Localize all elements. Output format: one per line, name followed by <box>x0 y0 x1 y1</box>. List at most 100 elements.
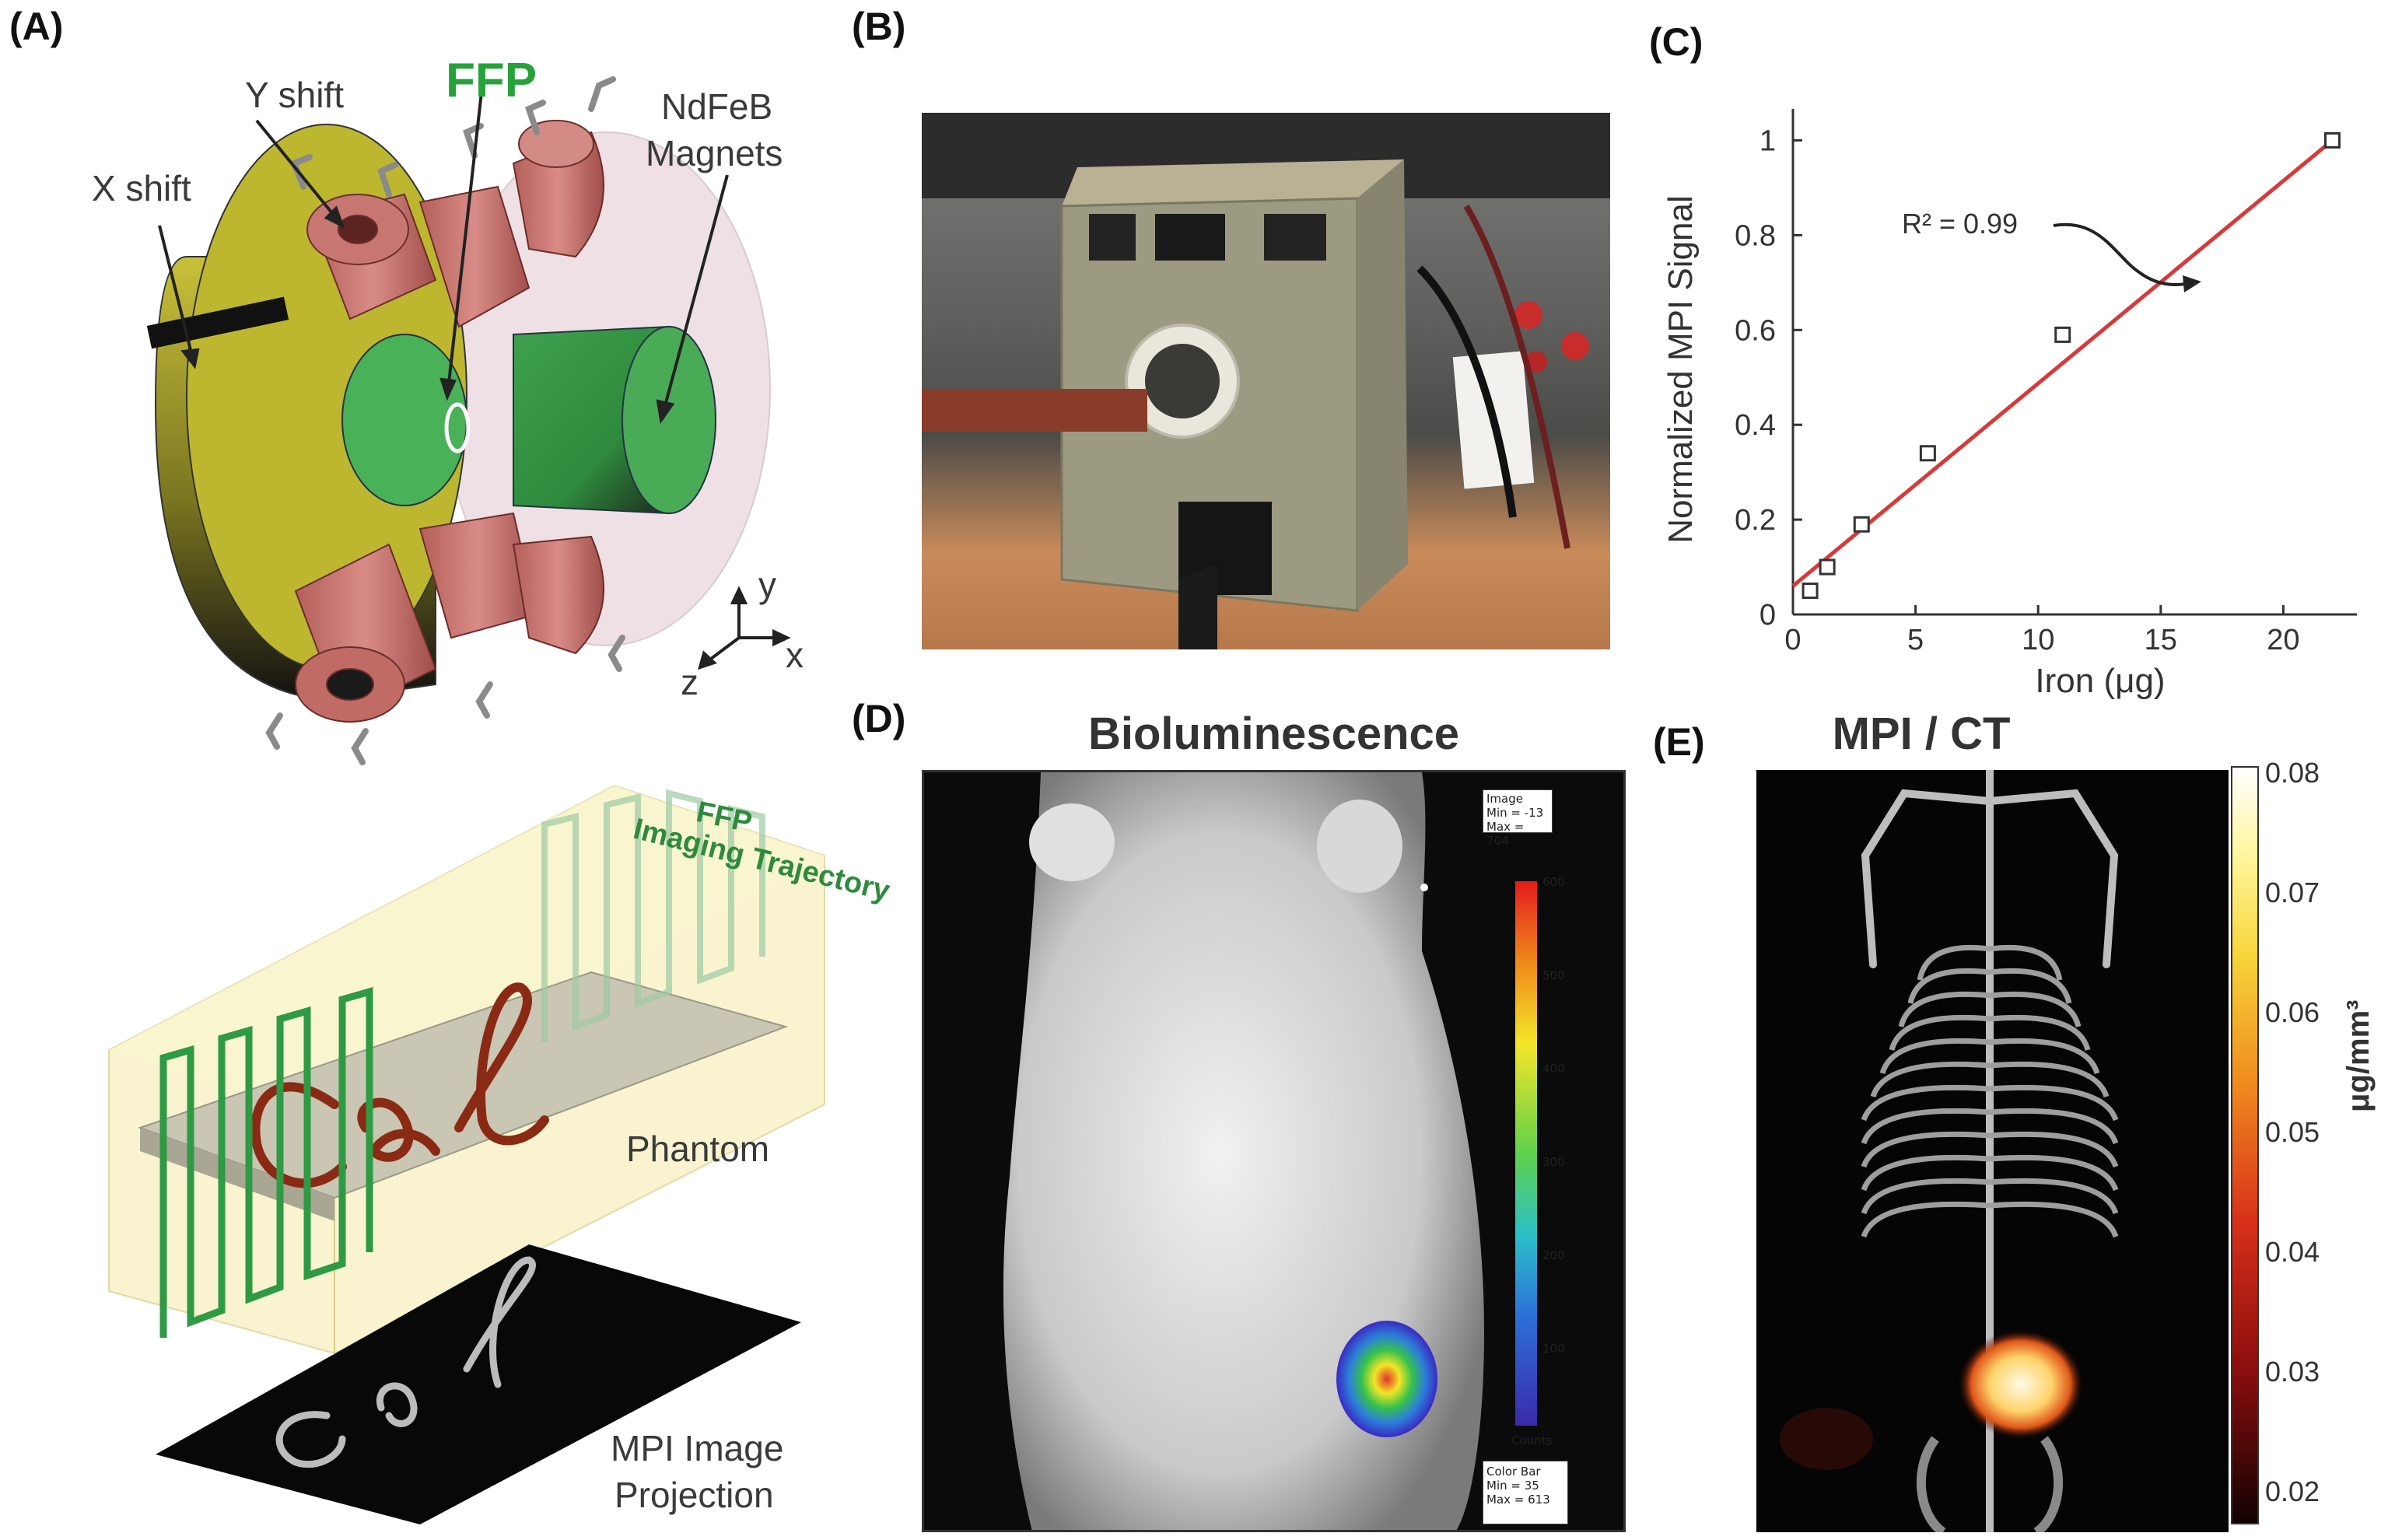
inset-colorbar-max: Max = 613 <box>1486 1493 1550 1507</box>
y-axis-label: Normalized MPI Signal <box>1661 195 1700 544</box>
panel-e-title: MPI / CT <box>1832 709 2011 759</box>
counts-scale-tick: 500 <box>1542 968 1565 982</box>
mpi-colorbar-tick: 0.05 <box>2265 1116 2320 1148</box>
counts-color-scale <box>1515 881 1537 1426</box>
data-point <box>1802 583 1819 600</box>
counts-scale-ticks: 600 500 400 300 200 100 <box>1542 875 1589 1426</box>
scanner-photo-drawing <box>922 113 1610 649</box>
skeleton-render <box>1780 770 2119 1532</box>
y-tick-label: 0.4 <box>1735 409 1776 442</box>
panel-d-title: Bioluminescence <box>1087 709 1460 759</box>
ffp-magnet-diagram <box>146 76 791 765</box>
rib <box>1989 1178 2119 1215</box>
data-point <box>2323 131 2341 149</box>
x-tick-label: 0 <box>1784 624 1801 656</box>
x-tick-label: 5 <box>1907 624 1924 656</box>
ffp-trajectory-phantom-diagram <box>108 784 825 1524</box>
counts-scale-tick: 600 <box>1542 875 1565 889</box>
rib <box>1989 1131 2119 1168</box>
panel-letter-e: (E) <box>1653 720 1705 764</box>
rib <box>1879 1038 1991 1075</box>
inset-image-max: Max = 704 <box>1486 820 1525 848</box>
rib <box>1870 1061 1991 1098</box>
inset-image-min: Min = -13 <box>1486 806 1544 820</box>
counts-scale-tick: 300 <box>1542 1155 1565 1169</box>
inset-image-title: Image <box>1486 792 1523 806</box>
x-tick-label: 20 <box>2267 624 2299 656</box>
label-magnets-line2: Magnets <box>646 133 783 173</box>
data-point <box>1853 516 1870 533</box>
mpi-colorbar-ticks: 0.08 0.07 0.06 0.05 0.04 0.03 0.02 <box>2265 757 2358 1524</box>
rib <box>1917 944 1991 981</box>
fit-line <box>1791 138 2334 588</box>
iron-vs-mpi-chart: 0 5 10 15 20 0 0.2 0.4 0.6 0.8 1 Iron (μg) Normali… <box>1661 109 2357 700</box>
mpi-colorbar <box>2231 766 2259 1524</box>
image-minmax-inset: Image Min = -13 Max = 704 <box>1483 789 1553 848</box>
rib <box>1989 1108 2119 1145</box>
rib <box>1861 1084 1991 1122</box>
data-point <box>1819 558 1836 576</box>
rib <box>1989 1154 2119 1192</box>
rib <box>1989 991 2082 1027</box>
label-ffp: FFP <box>446 54 537 107</box>
rib <box>1989 1084 2119 1122</box>
data-point <box>1919 445 1936 462</box>
rib <box>1861 1201 1991 1238</box>
annotation-arrow <box>2053 222 2187 287</box>
rib <box>1989 1014 2091 1052</box>
label-projection-line1: MPI Image <box>611 1428 784 1468</box>
counts-scale-tick: 200 <box>1542 1248 1565 1262</box>
rib <box>1989 968 2072 1004</box>
mpi-colorbar-tick: 0.06 <box>2265 996 2320 1028</box>
label-magnets-line1: NdFeB <box>661 86 773 127</box>
rib <box>1989 1061 2110 1098</box>
label-projection-line2: Projection <box>615 1475 774 1515</box>
mpi-colorbar-tick: 0.03 <box>2265 1356 2320 1388</box>
mpi-colorbar-tick: 0.04 <box>2265 1236 2320 1268</box>
rib <box>1907 968 1991 1004</box>
bioluminescence-image: Image Min = -13 Max = 704 600 500 400 300 20… <box>922 770 1626 1532</box>
counts-unit-label: Counts <box>1511 1433 1553 1447</box>
inset-colorbar-min: Min = 35 <box>1486 1479 1539 1493</box>
rib <box>1898 991 1991 1027</box>
mpi-ct-image <box>1756 770 2229 1532</box>
inset-colorbar-title: Color Bar <box>1486 1465 1541 1479</box>
mouse-silhouette <box>1003 772 1484 1530</box>
y-tick-label: 1 <box>1759 124 1776 157</box>
counts-scale-tick: 400 <box>1542 1062 1565 1076</box>
rib <box>1989 1038 2100 1075</box>
counts-scale-tick: 100 <box>1542 1342 1565 1356</box>
y-tick-label: 0.6 <box>1735 314 1776 347</box>
y-tick-label: 0.2 <box>1735 504 1776 537</box>
rib <box>1861 1154 1991 1192</box>
x-axis-label: Iron (μg) <box>2035 662 2165 700</box>
label-y-shift: Y shift <box>245 75 344 115</box>
panel-letter-d: (D) <box>852 697 906 740</box>
axis-label-z: z <box>681 662 699 702</box>
r-squared-annotation: R² = 0.99 <box>1902 208 2018 240</box>
x-tick-label: 10 <box>2022 624 2054 656</box>
rib <box>1989 944 2063 981</box>
rib <box>1889 1014 1991 1052</box>
mpi-colorbar-tick: 0.02 <box>2265 1475 2320 1507</box>
mpi-colorbar-tick: 0.08 <box>2265 757 2320 789</box>
label-x-shift: X shift <box>92 168 191 208</box>
y-tick-label: 0.8 <box>1735 219 1776 252</box>
rib <box>1989 1201 2119 1238</box>
annotation-arrowhead <box>2183 275 2201 292</box>
x-tick-label: 15 <box>2145 624 2177 656</box>
data-point <box>2054 326 2071 343</box>
panel-letter-b: (B) <box>852 5 906 48</box>
colorbar-minmax-inset: Color Bar Min = 35 Max = 613 <box>1483 1461 1568 1524</box>
rib <box>1861 1131 1991 1168</box>
rib <box>1861 1178 1991 1215</box>
mpi-colorbar-tick: 0.07 <box>2265 877 2320 908</box>
panel-letter-a: (A) <box>9 5 64 48</box>
panel-letter-c: (C) <box>1649 20 1703 64</box>
mpi-colorbar-unit: μg/mm³ <box>2341 999 2376 1112</box>
rib <box>1861 1108 1991 1145</box>
y-tick-label: 0 <box>1759 599 1776 632</box>
label-phantom: Phantom <box>626 1129 770 1169</box>
axis-label-x: x <box>786 635 804 675</box>
axis-label-y: y <box>758 565 776 605</box>
